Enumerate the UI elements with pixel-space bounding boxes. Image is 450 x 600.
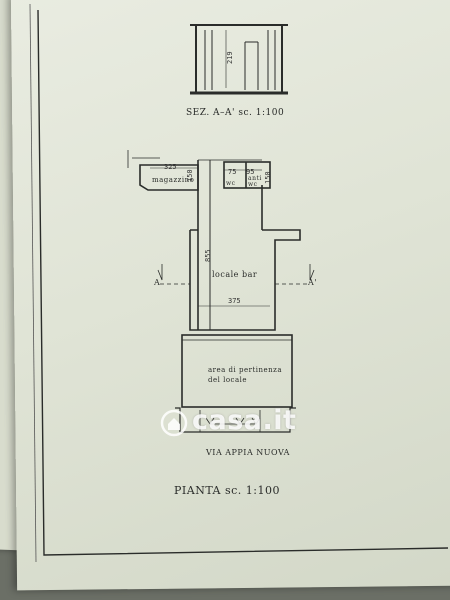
sheet-frame-border [37, 9, 449, 556]
bar-width-dim: 375 [228, 297, 241, 305]
street-name: VIA APPIA NUOVA [206, 448, 290, 457]
room-label-magazzino: magazzino [152, 176, 195, 184]
dimension-lines [150, 167, 270, 320]
wc-width-dim: 75 [228, 168, 237, 176]
room-label-pertinenza-line1: area di pertinenza [208, 366, 283, 374]
plan-walls [127, 150, 301, 433]
sheet-outer-border [29, 3, 37, 563]
magazzino-width-dim: 325 [164, 163, 177, 171]
section-markers [157, 264, 315, 285]
room-label-antiwc: anti wc [248, 175, 262, 188]
room-label-locale-bar: locale bar [212, 270, 258, 279]
wc-height-dim: 150 [264, 171, 272, 184]
section-drawing [190, 24, 288, 95]
plan-title: PIANTA sc. 1:100 [174, 484, 280, 497]
section-title: SEZ. A–A' sc. 1:100 [186, 108, 285, 118]
section-marker-a-prime: A' [308, 278, 317, 287]
section-marker-a: A [154, 278, 161, 287]
watermark-text: casa.it [192, 405, 297, 436]
section-height-dim: 219 [226, 51, 234, 64]
room-label-pertinenza-line2: del locale [208, 376, 248, 384]
room-label-wc: wc [226, 180, 236, 187]
house-logo-icon [160, 409, 188, 437]
antiwc-width-dim: 95 [246, 168, 255, 176]
entrance-arrows [205, 417, 261, 425]
bar-length-dim: 855 [204, 249, 212, 262]
